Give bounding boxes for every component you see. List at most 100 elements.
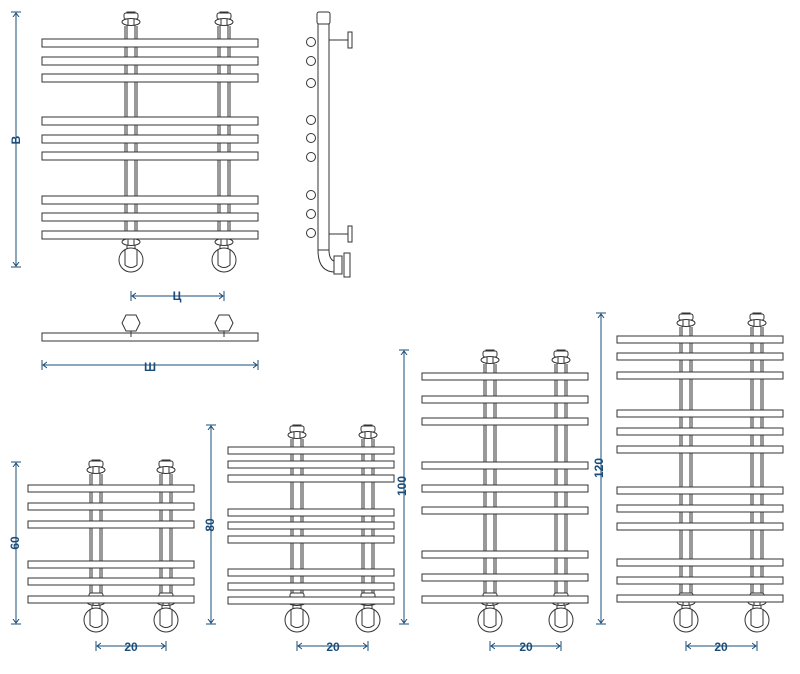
- valve-stem: [483, 609, 497, 628]
- valve: [153, 607, 179, 633]
- main-front-view: [11, 11, 259, 301]
- variant-60-height-label: 60: [8, 536, 22, 550]
- rail-bar: [421, 506, 589, 515]
- rail-bar: [27, 520, 195, 529]
- upright: [161, 459, 171, 611]
- rail-bar: [41, 73, 259, 83]
- valve: [673, 607, 699, 633]
- variant-80-drawing: [206, 424, 395, 651]
- valve: [284, 607, 310, 633]
- nut-ring: [676, 319, 696, 327]
- side-cap: [316, 11, 331, 25]
- side-rail-end: [306, 133, 316, 143]
- rail-bar: [421, 395, 589, 404]
- variant-100-center-label: 20: [519, 640, 533, 654]
- valve: [355, 607, 381, 633]
- rail-bar: [616, 558, 784, 567]
- top-nut: [121, 314, 141, 332]
- top-nut: [214, 314, 234, 332]
- side-valve-body: [333, 255, 343, 275]
- rail-bar: [227, 568, 395, 577]
- variant-120-drawing: [596, 312, 784, 651]
- rail-bar: [421, 461, 589, 470]
- nut-ring: [551, 356, 571, 364]
- variant-120-height-label: 120: [592, 458, 606, 478]
- valve-stem: [124, 249, 138, 268]
- rail-bar: [616, 409, 784, 418]
- rail-bar: [27, 484, 195, 493]
- rail-bar: [421, 550, 589, 559]
- main-side-view: [306, 11, 353, 278]
- valve: [548, 607, 574, 633]
- side-rail-end: [306, 37, 316, 47]
- nut-ring: [214, 18, 234, 26]
- valve-stem: [159, 609, 173, 628]
- variant-100-drawing: [399, 349, 589, 651]
- nut-ring: [480, 356, 500, 364]
- valve-stem: [361, 609, 375, 628]
- rail-bar: [421, 372, 589, 381]
- rail-bar: [616, 594, 784, 603]
- nut-ring: [121, 18, 141, 26]
- rail-bar: [227, 521, 395, 530]
- side-rail-end: [306, 228, 316, 238]
- nut-ring: [156, 466, 176, 474]
- nut-ring: [214, 238, 234, 246]
- side-rail-end: [306, 152, 316, 162]
- valve-stem: [679, 609, 693, 628]
- nut-ring: [121, 238, 141, 246]
- wall-bracket-plate: [347, 225, 353, 243]
- center-distance-label: Ц: [173, 289, 182, 303]
- height-dimension-label: В: [9, 135, 23, 144]
- side-rail-end: [306, 56, 316, 66]
- main-top-view: [41, 314, 259, 370]
- side-rail-end: [306, 78, 316, 88]
- rail-bar: [421, 484, 589, 493]
- upright: [91, 459, 101, 611]
- valve: [744, 607, 770, 633]
- side-pipe: [317, 21, 330, 251]
- rail-bar: [421, 595, 589, 604]
- valve: [211, 247, 237, 273]
- rail-bar: [41, 38, 259, 48]
- rail-bar: [41, 56, 259, 66]
- nut-ring: [747, 319, 767, 327]
- width-dimension-label: Ш: [144, 360, 156, 374]
- valve-stem: [290, 609, 304, 628]
- rail-bar: [227, 460, 395, 469]
- rail-bar: [616, 486, 784, 495]
- valve: [83, 607, 109, 633]
- size-variants: [11, 312, 784, 651]
- rail-bar: [41, 116, 259, 126]
- rail-bar: [616, 504, 784, 513]
- rail-bar: [27, 560, 195, 569]
- rail-bar: [27, 502, 195, 511]
- wall-bracket-plate: [347, 31, 353, 49]
- rail-bar: [616, 522, 784, 531]
- variant-80-center-label: 20: [326, 640, 340, 654]
- rail-bar: [227, 474, 395, 483]
- side-rail-end: [306, 115, 316, 125]
- side-rail-end: [306, 190, 316, 200]
- rail-bar: [227, 508, 395, 517]
- upright: [485, 349, 495, 611]
- rail-bar: [41, 134, 259, 144]
- rail-bar: [41, 195, 259, 205]
- variant-80-height-label: 80: [203, 518, 217, 532]
- rail-bar: [41, 212, 259, 222]
- variant-120-center-label: 20: [714, 640, 728, 654]
- valve-stem: [89, 609, 103, 628]
- rail-bar: [41, 230, 259, 240]
- valve: [118, 247, 144, 273]
- valve-stem: [750, 609, 764, 628]
- rail-bar: [27, 595, 195, 604]
- rail-bar: [421, 417, 589, 426]
- valve-stem: [217, 249, 231, 268]
- variant-100-height-label: 100: [395, 476, 409, 496]
- rail-bar: [27, 577, 195, 586]
- nut-ring: [86, 466, 106, 474]
- valve-stem: [554, 609, 568, 628]
- rail-bar: [616, 576, 784, 585]
- rail-bar: [616, 371, 784, 380]
